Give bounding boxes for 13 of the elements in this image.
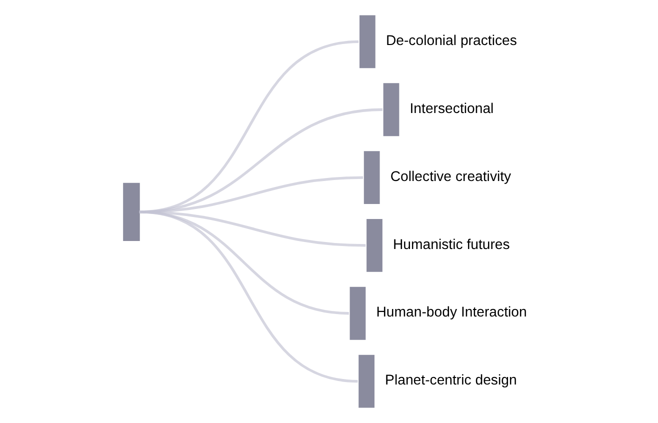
node-box <box>358 354 374 408</box>
node-box <box>359 15 375 68</box>
node-label: De-colonial practices <box>385 32 516 48</box>
node-label: Humanistic futures <box>392 236 510 252</box>
node-label: Intersectional <box>409 100 494 116</box>
node-box <box>382 83 399 136</box>
node-label: Human-body Interaction <box>376 304 526 320</box>
node-box <box>363 151 380 204</box>
node-label: Collective creativity <box>390 168 511 184</box>
node-label: Planet-centric design <box>384 372 516 388</box>
node-box <box>366 219 382 272</box>
node-bar <box>122 182 140 242</box>
node-box <box>349 286 366 340</box>
